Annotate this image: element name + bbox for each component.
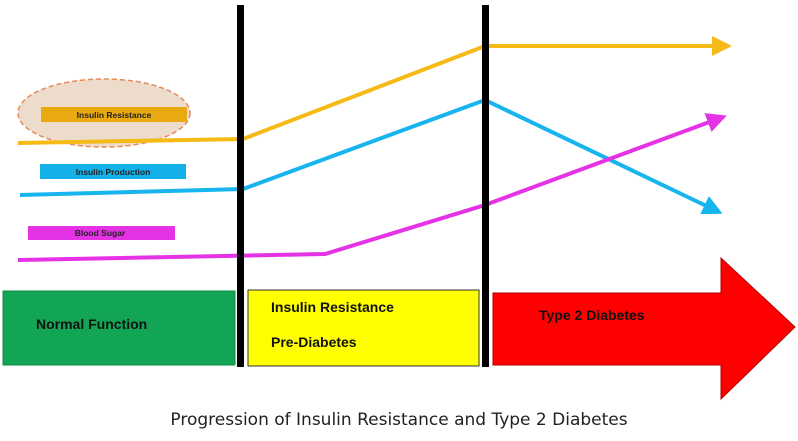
stage-type-2-diabetes-arrow (492, 256, 796, 401)
legend-swatch-insulin-production (40, 164, 186, 179)
stage-normal-function-label: Normal Function (36, 316, 147, 332)
legend-label-blood-sugar: Blood Sugar (75, 228, 126, 238)
legend-insulin-resistance: Insulin Resistance (41, 107, 187, 122)
legend-label-insulin-production: Insulin Production (76, 167, 151, 177)
stage-type-2-diabetes-label: Type 2 Diabetes (539, 307, 645, 323)
diagram-caption: Progression of Insulin Resistance and Ty… (170, 410, 628, 430)
stage-divider-2 (482, 5, 489, 367)
insulin-production-trend-line (19, 97, 723, 215)
insulin-resistance-trend-line (17, 36, 732, 145)
stage-type-2-diabetes: Type 2 Diabetes (492, 256, 796, 401)
stage-normal-function-box (2, 290, 236, 366)
stage-pre-diabetes-label-line1: Insulin Resistance (271, 299, 394, 315)
legend-label-insulin-resistance: Insulin Resistance (77, 110, 152, 120)
stage-pre-diabetes-box (247, 289, 480, 367)
stage-normal-function: Normal Function (2, 290, 236, 366)
stage-divider-1 (237, 5, 244, 367)
legend-insulin-production: Insulin Production (40, 164, 186, 179)
legend-blood-sugar: Blood Sugar (28, 226, 175, 240)
legend-swatch-blood-sugar (28, 226, 175, 240)
stage-pre-diabetes: Insulin Resistance Pre-Diabetes (247, 289, 480, 367)
blood-sugar-trend-line (17, 113, 727, 262)
legend-swatch-insulin-resistance (41, 107, 187, 122)
stage-pre-diabetes-label-line2: Pre-Diabetes (271, 334, 357, 350)
